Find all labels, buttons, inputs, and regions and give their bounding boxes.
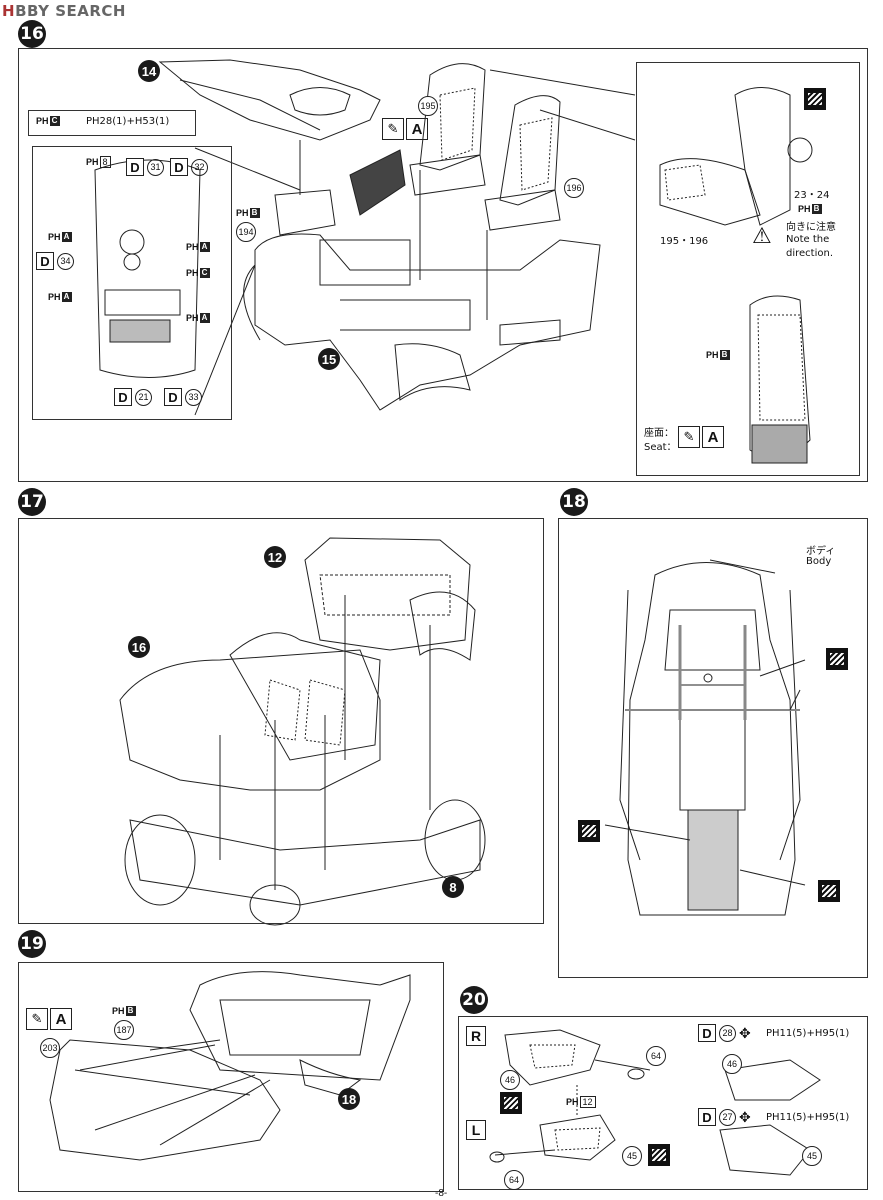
part-64-label-a: 64 — [646, 1046, 666, 1066]
right-side-label: R — [466, 1026, 486, 1046]
step-18-panel — [558, 518, 868, 978]
part-194-label: 194 — [236, 222, 256, 242]
step-17-panel — [18, 518, 544, 924]
step-17-number: 17 — [18, 488, 46, 516]
part-196-label: 196 — [564, 178, 584, 198]
mix-ratio-28: PH11(5)+H95(1) — [766, 1028, 850, 1039]
brush-paint-a-seat: ✎A — [678, 426, 724, 448]
step-19-panel — [18, 962, 444, 1192]
inset-ph8: PH 8 — [86, 156, 111, 168]
part-45-label-a: 45 — [622, 1146, 642, 1166]
brush-icon: ✎ — [382, 118, 404, 140]
body-jp: ボディ — [806, 546, 836, 557]
paint-icon-20-1 — [500, 1092, 522, 1114]
part-187-label: 187 — [114, 1020, 134, 1040]
brush-icon: ✎ — [26, 1008, 48, 1030]
note-en-2: direction. — [786, 248, 834, 259]
part-64-label-b: 64 — [504, 1170, 524, 1190]
ph-12-label: PH 12 — [566, 1096, 596, 1108]
left-side-label: L — [466, 1120, 486, 1140]
hobby-search-logo[interactable]: HBBY SEARCH — [2, 2, 126, 20]
step-16-number: 16 — [18, 20, 46, 48]
ph-mix-ratio: PH28(1)+H53(1) — [86, 116, 170, 127]
body-en: Body — [806, 556, 832, 567]
paint-icon-18-1 — [826, 648, 848, 670]
seat-jp: 座面： — [644, 428, 674, 439]
step-20-panel — [458, 1016, 868, 1190]
step-18-number: 18 — [560, 488, 588, 516]
part-195-label: 195 — [418, 96, 438, 116]
step-16-panel — [18, 48, 868, 482]
site-header: HBBY SEARCH — [0, 0, 883, 22]
part-18-label: 18 — [338, 1088, 360, 1110]
part-46-label-b: 46 — [722, 1054, 742, 1074]
part-15-label: 15 — [318, 348, 340, 370]
brush-icon: ✎ — [678, 426, 700, 448]
brush-paint-a-16: ✎A — [382, 118, 428, 140]
part-203-label: 203 — [40, 1038, 60, 1058]
seat-detail-inset — [636, 62, 860, 476]
brush-paint-a-19: ✎A — [26, 1008, 72, 1030]
note-jp: 向きに注意 — [786, 222, 836, 233]
part-8-label: 8 — [442, 876, 464, 898]
dashboard-inset — [32, 146, 232, 420]
step-19-number: 19 — [18, 930, 46, 958]
part-12-label: 12 — [264, 546, 286, 568]
part-16-label: 16 — [128, 636, 150, 658]
page-number: -8- — [435, 1188, 448, 1199]
mix-icon: ✥ — [739, 1024, 751, 1041]
detail-part-23-24: 23・24 — [794, 190, 830, 201]
paint-icon-18-2 — [578, 820, 600, 842]
detail-part-195-196: 195・196 — [660, 236, 709, 247]
paint-icon-18-3 — [818, 880, 840, 902]
seat-en: Seat： — [644, 442, 677, 453]
paint-icon-20-2 — [648, 1144, 670, 1166]
note-en-1: Note the — [786, 234, 830, 245]
mix-icon: ✥ — [739, 1108, 751, 1125]
part-14-label: 14 — [138, 60, 160, 82]
part-45-label-b: 45 — [802, 1146, 822, 1166]
step-20-number: 20 — [460, 986, 488, 1014]
part-46-label-a: 46 — [500, 1070, 520, 1090]
mix-ratio-27: PH11(5)+H95(1) — [766, 1112, 850, 1123]
paint-icon-detail — [804, 88, 826, 110]
warning-icon: ⚠ — [752, 224, 772, 249]
